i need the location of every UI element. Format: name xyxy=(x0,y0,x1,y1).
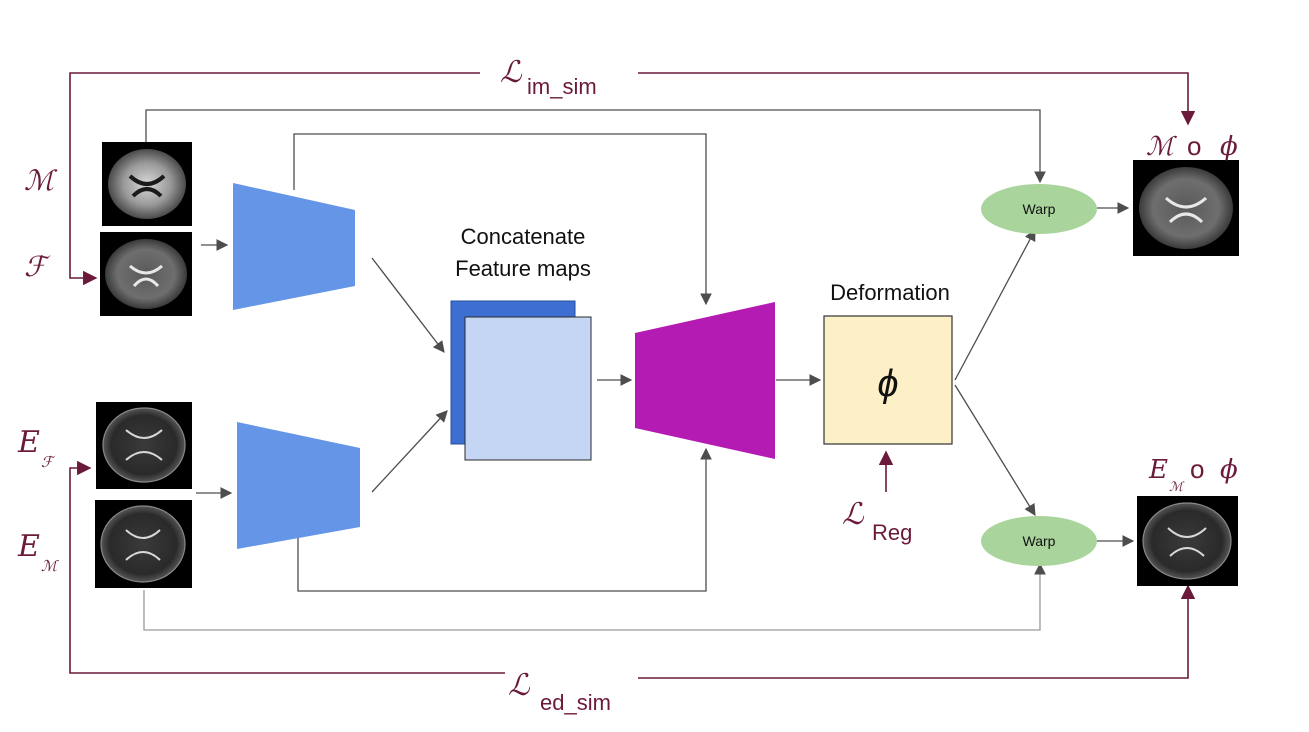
out-bot-sub: ℳ xyxy=(1169,480,1185,495)
concat-label-line2: Feature maps xyxy=(455,256,591,281)
warped-edge-image xyxy=(1137,496,1238,586)
connection-arrows xyxy=(143,109,1135,631)
warp-bottom-node xyxy=(981,516,1097,566)
warp-top-node xyxy=(981,184,1097,234)
out-top-phi: ϕ xyxy=(1220,132,1238,162)
edge-fixed-image xyxy=(96,402,192,489)
encoder-bottom xyxy=(237,422,360,549)
loss-ed-sim-sub: ed_sim xyxy=(540,690,611,715)
out-top-o: o xyxy=(1187,131,1201,161)
moving-label: ℳ xyxy=(24,164,58,197)
moving-image xyxy=(102,142,192,226)
brain-mri-icon xyxy=(100,505,186,583)
warp-bottom-label: Warp xyxy=(1023,533,1056,549)
brain-mri-icon xyxy=(1142,502,1232,580)
warped-moving-image xyxy=(1133,160,1239,256)
edge-moving-label-base: E xyxy=(17,529,40,564)
encoder-top xyxy=(233,183,355,310)
edge-fixed-label-base: E xyxy=(17,425,40,460)
warp-top-label: Warp xyxy=(1023,201,1056,217)
fixed-label: ℱ xyxy=(24,250,51,283)
deformation-label: Deformation xyxy=(830,280,950,305)
phi-symbol: ϕ xyxy=(877,363,898,405)
brain-mri-icon xyxy=(102,407,186,483)
out-top-m: ℳ xyxy=(1146,132,1177,162)
loss-reg-sub: Reg xyxy=(872,520,912,545)
decoder xyxy=(635,302,775,459)
edge-moving-label-sub: ℳ xyxy=(41,557,59,575)
loss-im-sim-sub: im_sim xyxy=(527,74,597,99)
deformation-box xyxy=(823,315,953,445)
out-bot-e: E xyxy=(1148,455,1168,485)
loss-ed-sim-path xyxy=(69,460,1196,679)
out-bot-o: o xyxy=(1190,454,1204,484)
edge-fixed-label-sub: ℱ xyxy=(41,453,56,471)
loss-im-sim-path xyxy=(69,72,1196,286)
loss-ed-sim-symbol: ℒ xyxy=(508,668,531,703)
feature-map-front xyxy=(464,316,592,461)
concat-label-line1: Concatenate xyxy=(461,224,586,249)
loss-reg-symbol: ℒ xyxy=(842,497,865,532)
loss-im-sim-symbol: ℒ xyxy=(500,55,523,90)
out-bot-phi: ϕ xyxy=(1220,455,1238,485)
fixed-image xyxy=(100,232,192,316)
edge-moving-image xyxy=(95,500,192,588)
